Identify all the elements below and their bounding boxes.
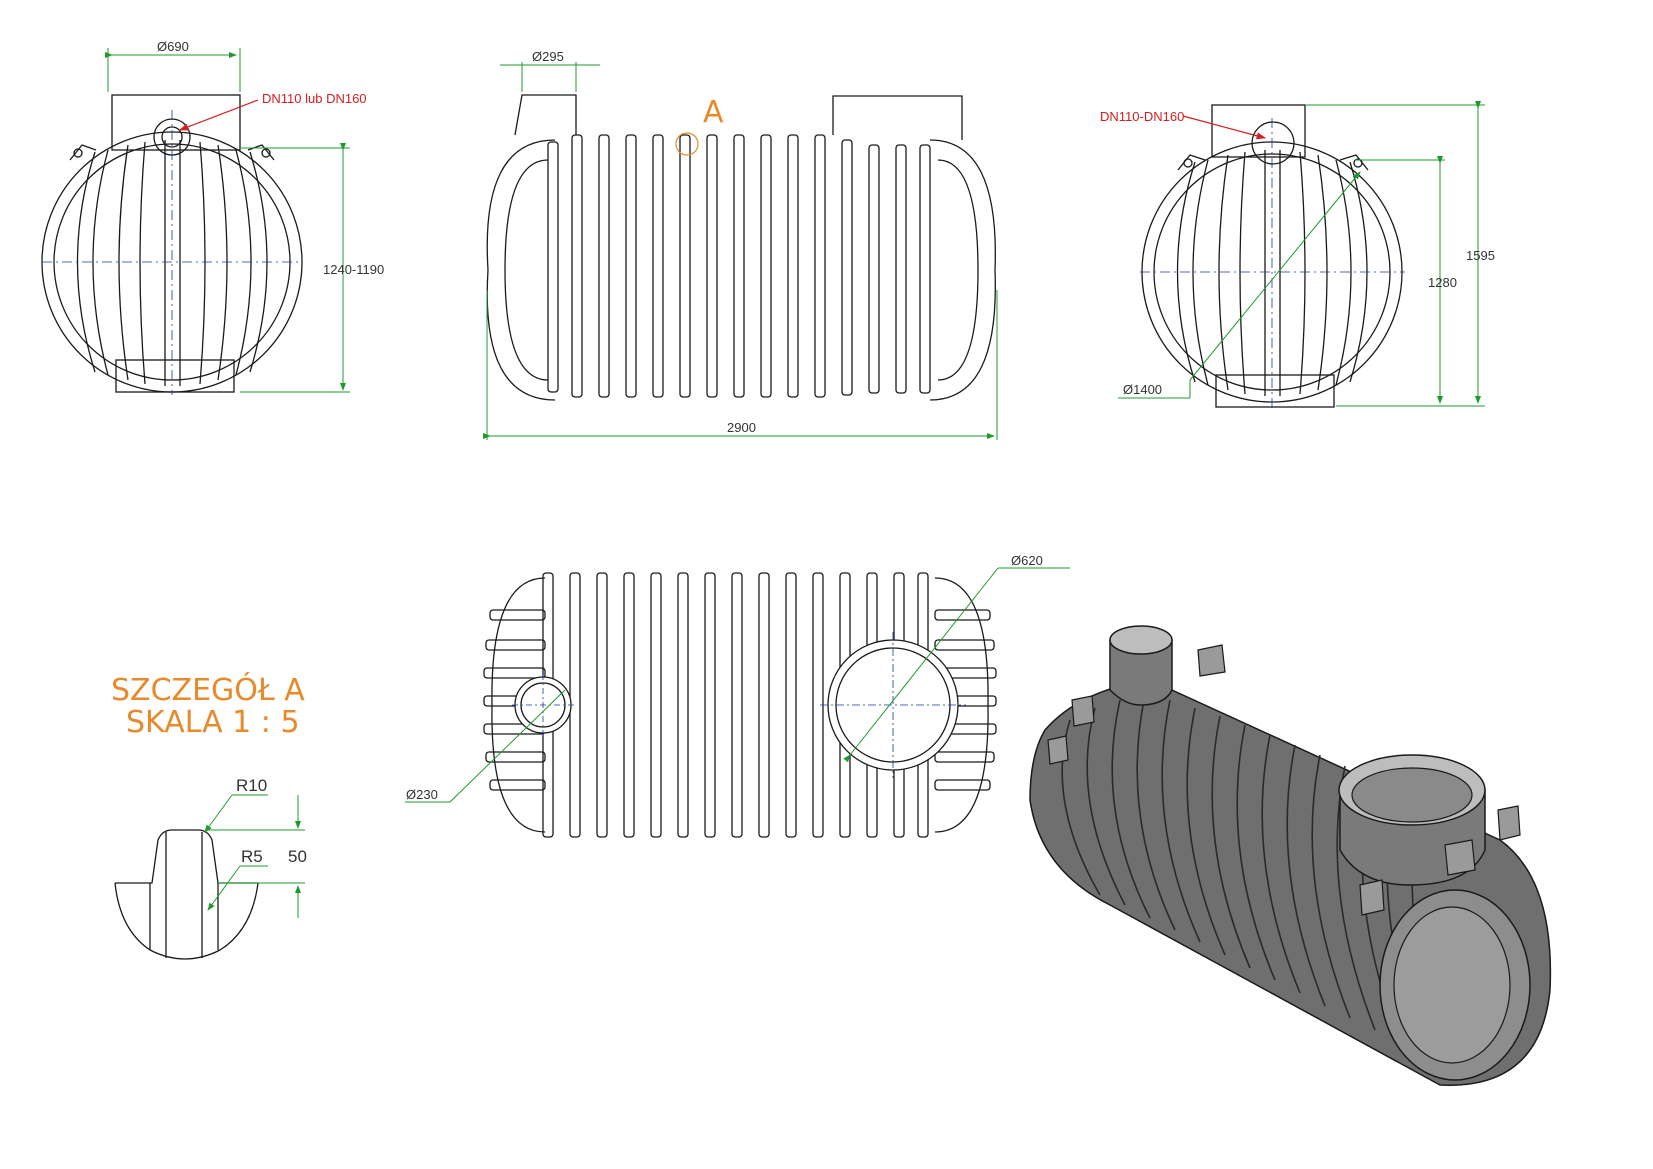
connection-leader-right: [1182, 115, 1267, 140]
front-view-right: [1140, 104, 1405, 410]
front-right-dimensions: [1118, 101, 1485, 407]
top-ribs-end-left: [483, 609, 546, 791]
small-opening-label: Ø230: [406, 787, 438, 802]
body-diameter-label: Ø1400: [1123, 382, 1162, 397]
rib-profile: [115, 829, 258, 884]
end-cap-right-inner: [937, 159, 979, 381]
detail-marker-label: A: [703, 95, 724, 130]
inlet-chimney: [514, 94, 577, 136]
top-dimensions: [405, 567, 1070, 803]
base-foot: [115, 359, 235, 393]
length-label: 2900: [727, 420, 756, 435]
radius-bottom-label: R5: [241, 847, 263, 866]
connection-label-right: DN110-DN160: [1100, 109, 1184, 124]
detail-a-marker: [675, 132, 699, 156]
connection-label-left: DN110 lub DN160: [262, 91, 367, 106]
wall-arc: [114, 882, 259, 960]
detail-height-label: 50: [288, 847, 307, 866]
front-left-dimensions: [105, 48, 350, 393]
top-end-right: [934, 577, 989, 833]
corrugation-ribs: [547, 134, 931, 398]
detail-scale: SKALA 1 : 5: [126, 705, 300, 740]
inlet-rim-3d: [1109, 625, 1173, 655]
isometric-render: [1029, 625, 1552, 1086]
end-cap-right-outer: [929, 139, 996, 401]
detail-a-section: [114, 829, 259, 960]
total-height-label: 1595: [1466, 248, 1495, 263]
lugs-3d: [1047, 644, 1521, 916]
detail-dimensions: [204, 794, 305, 918]
inlet-diameter-label: Ø295: [532, 49, 564, 64]
base-foot-right: [1215, 374, 1335, 408]
side-view: [486, 94, 996, 401]
height-label-left: 1240-1190: [323, 262, 384, 277]
front-view-left: [41, 94, 303, 395]
manhole-neck-right: [1211, 104, 1306, 158]
diameter-top-label: Ø690: [157, 39, 189, 54]
top-view: [483, 572, 997, 838]
end-cap-left-inner: [504, 159, 549, 381]
end-cap-left-outer: [486, 139, 556, 401]
connection-leader-left: [178, 99, 259, 131]
radius-top-label: R10: [236, 776, 267, 795]
inlet-port-right: [1251, 121, 1295, 165]
large-opening-label: Ø620: [1011, 553, 1043, 568]
top-end-left: [491, 577, 546, 833]
side-dimensions: [483, 62, 998, 440]
inlet-neck-3d: [1109, 639, 1173, 706]
manhole-neck: [111, 94, 241, 151]
ribs-front-right: [1176, 150, 1368, 396]
detail-title: SZCZEGÓŁ A: [111, 671, 305, 708]
manhole-chimney: [832, 95, 963, 140]
body-height-label: 1280: [1428, 275, 1457, 290]
